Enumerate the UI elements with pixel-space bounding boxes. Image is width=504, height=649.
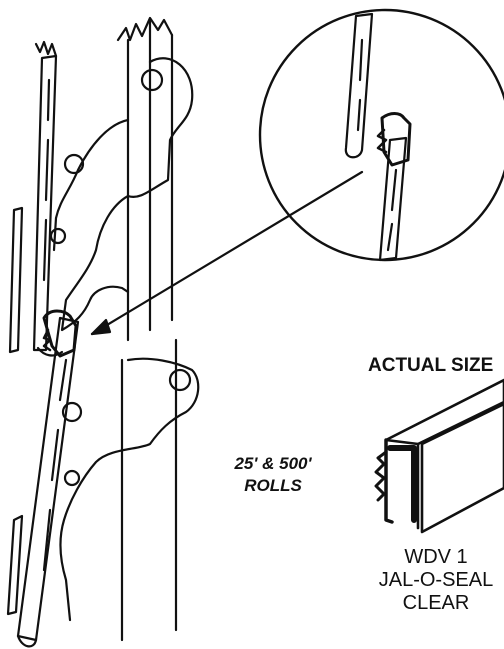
magnified-seal — [344, 12, 412, 262]
upper-pivot-hole — [140, 68, 164, 92]
detail-arrow — [90, 170, 364, 336]
lower-bracket — [59, 357, 200, 622]
rolls-word: ROLLS — [244, 476, 302, 495]
upper-glass-louver — [32, 40, 58, 352]
seal-profile-actual-size — [374, 378, 504, 534]
upper-rivet-1 — [63, 153, 85, 175]
upper-bracket — [60, 57, 194, 332]
lower-glass-louver — [16, 316, 80, 648]
rolls-sizes: 25' & 500' — [234, 454, 312, 473]
product-caption: WDV 1 JAL-O-SEAL CLEAR — [368, 546, 504, 615]
upper-louver-clip — [8, 206, 24, 354]
frame-rail — [116, 16, 178, 642]
product-code: WDV 1 — [404, 546, 468, 568]
lower-rivet-2 — [63, 469, 81, 487]
lower-pivot-hole — [168, 368, 192, 392]
upper-rivet-2 — [49, 227, 67, 245]
product-name: JAL-O-SEAL — [378, 569, 494, 591]
rolls-label: 25' & 500' ROLLS — [198, 453, 348, 497]
lower-louver-clip — [6, 514, 24, 616]
actual-size-label: ACTUAL SIZE — [368, 355, 494, 376]
overlap-seal-detail — [36, 309, 78, 358]
product-color: CLEAR — [402, 592, 470, 614]
lower-rivet-1 — [61, 401, 83, 423]
upper-bracket-body — [52, 118, 130, 252]
